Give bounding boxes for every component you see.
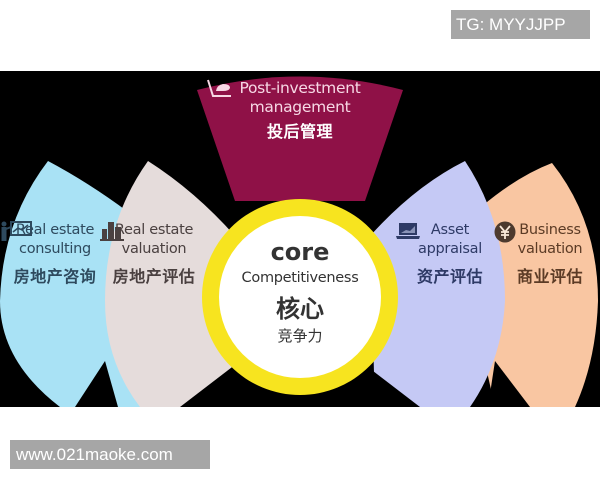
sector-post-investment-shape — [197, 76, 403, 201]
consulting-zh: 房地产咨询 — [13, 267, 97, 286]
core-zh-line2: 竞争力 — [277, 327, 323, 345]
consulting-en-line1: Real estate — [15, 222, 95, 238]
consulting-en-line2: consulting — [19, 241, 91, 257]
core-competitiveness-diagram: Post-investment management 投后管理 Real est… — [0, 71, 600, 407]
asset-zh: 资产评估 — [416, 267, 483, 286]
core-fill — [219, 216, 381, 378]
petal-consulting-shape — [0, 161, 140, 407]
petal-business: Business valuation 商业评估 — [494, 221, 600, 287]
asset-en-line2: appraisal — [418, 241, 482, 257]
petal-valuation-shape — [105, 161, 235, 407]
core-zh-line1: 核心 — [276, 295, 324, 323]
watermark-website: www.021maoke.com — [10, 440, 210, 469]
laptop-hand-icon — [207, 79, 231, 97]
post-investment-zh: 投后管理 — [266, 122, 333, 141]
yen-coin-icon — [494, 221, 516, 243]
petal-asset-shape — [370, 161, 505, 407]
sector-post-investment: Post-investment management 投后管理 — [205, 79, 395, 142]
laptop-chart-icon — [396, 223, 420, 239]
petal-valuation: Real estate valuation 房地产评估 — [100, 221, 208, 287]
valuation-en-line2: valuation — [121, 241, 187, 257]
diagram-shapes — [0, 76, 600, 407]
petal-asset: Asset appraisal 资产评估 — [395, 221, 505, 287]
business-en-line1: Business — [519, 222, 581, 238]
petal-consulting: Real estate consulting 房地产咨询 — [0, 221, 110, 287]
post-investment-en-line1: Post-investment — [239, 79, 361, 97]
core-en-line2: Competitiveness — [241, 270, 359, 286]
buildings-icon — [100, 222, 124, 241]
business-zh: 商业评估 — [516, 267, 583, 286]
asset-en-line1: Asset — [430, 222, 470, 238]
post-investment-en-line2: management — [249, 98, 351, 116]
core-competitiveness: core Competitiveness 核心 竞争力 — [220, 237, 380, 347]
valuation-zh: 房地产评估 — [112, 267, 196, 286]
presentation-chart-icon — [1, 221, 32, 241]
valuation-en-line1: Real estate — [114, 222, 194, 238]
business-en-line2: valuation — [517, 241, 583, 257]
watermark-telegram: TG: MYYJJPP — [451, 10, 590, 39]
core-en-line1: core — [270, 238, 330, 266]
